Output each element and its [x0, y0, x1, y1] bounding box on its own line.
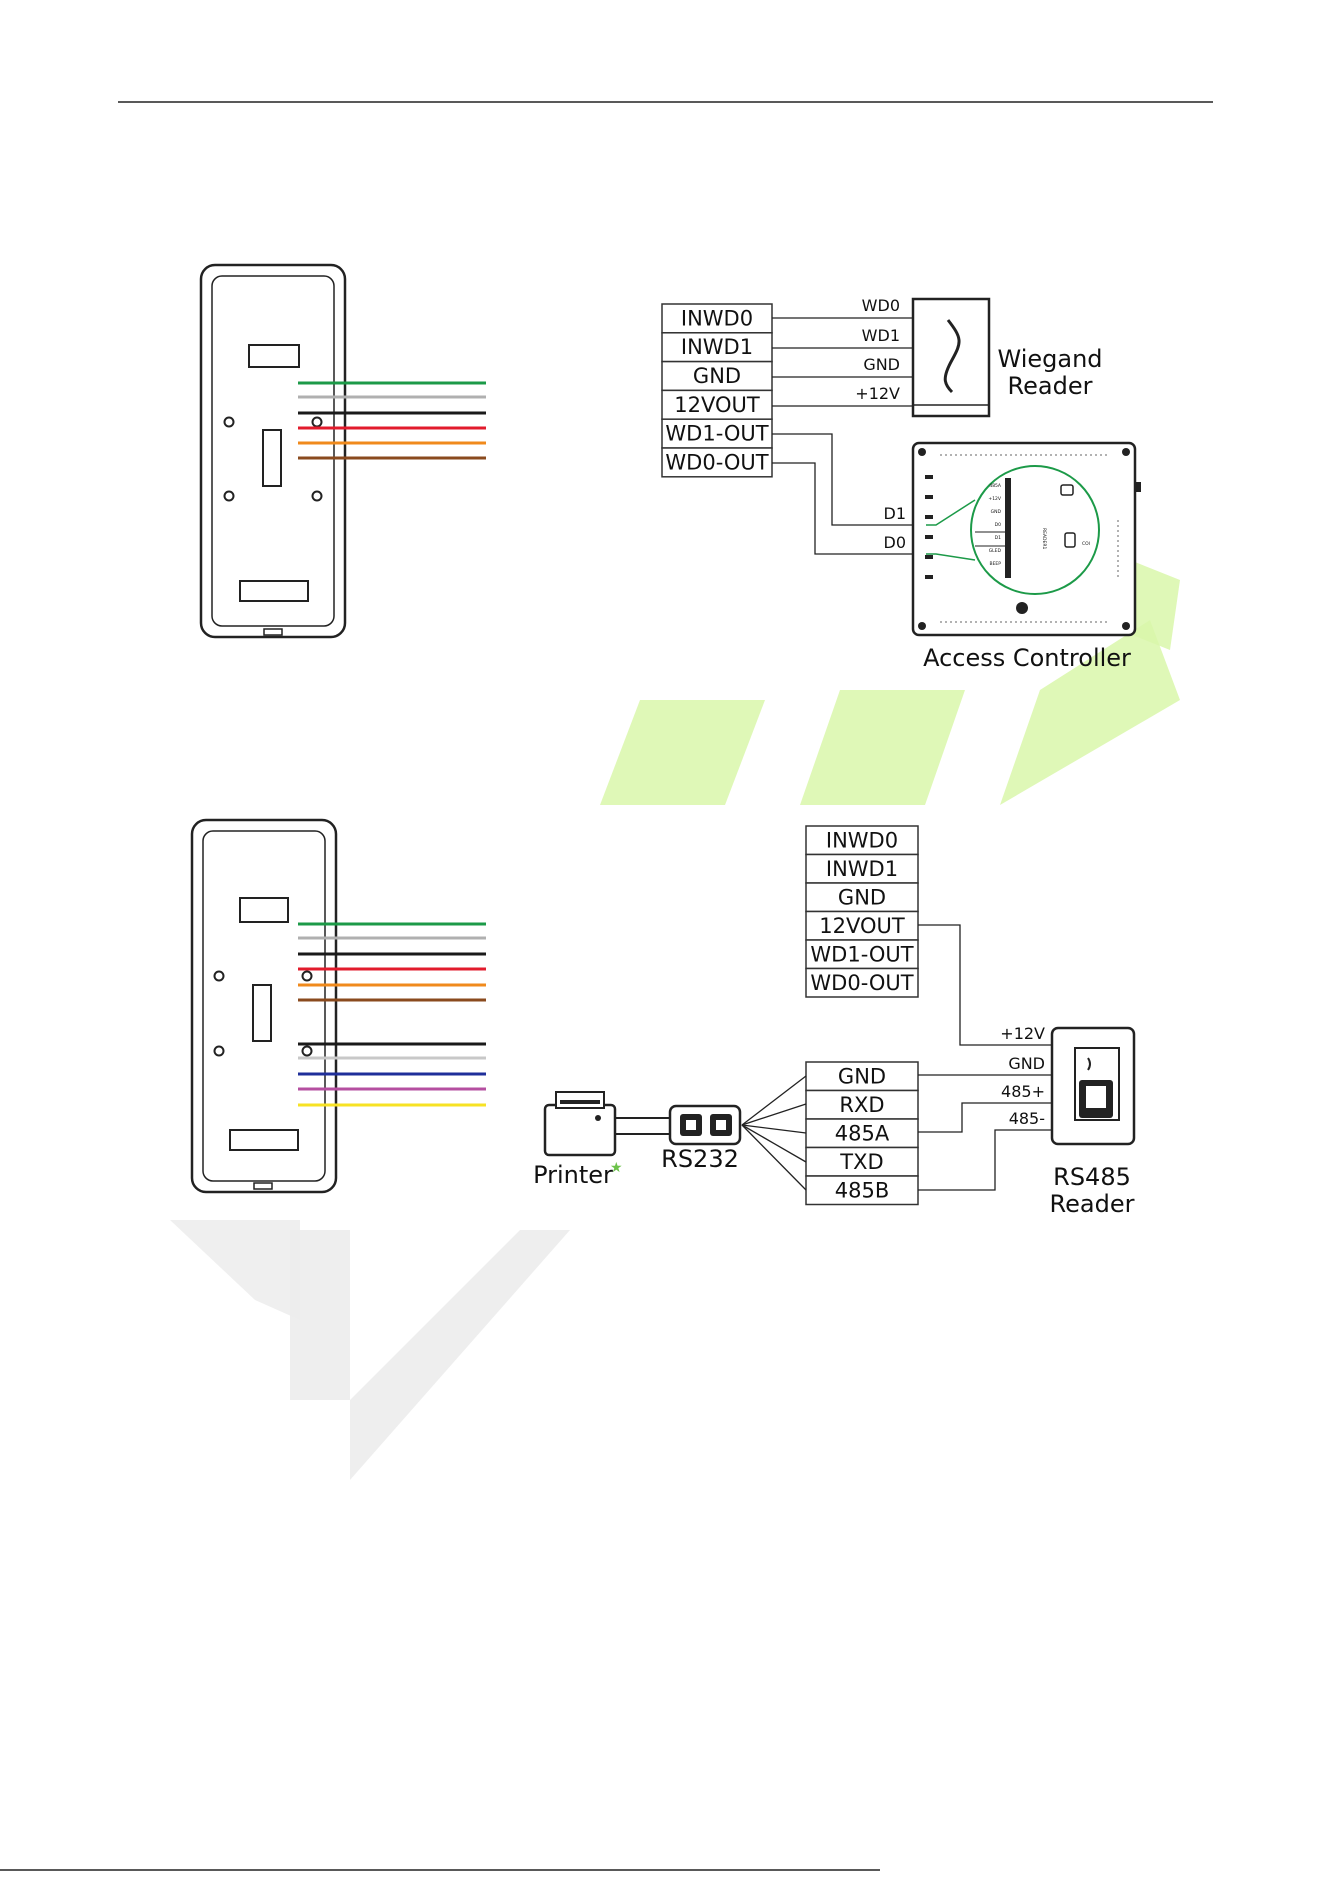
printer-star-mark: ★: [610, 1160, 623, 1176]
bottom-terminal-label: WD0-OUT: [810, 971, 913, 995]
wiegand-reader-device: Wiegand Reader: [913, 299, 1103, 416]
serial-terminal-label: 485B: [835, 1178, 890, 1202]
access-controller-label: Access Controller: [923, 644, 1131, 672]
controller-port-label: READER1: [1041, 528, 1047, 549]
top-terminal-label: WD0-OUT: [665, 450, 768, 474]
reader-wire-485p: 485+: [1001, 1082, 1045, 1101]
bottom-terminal-label: INWD0: [826, 828, 898, 852]
rs232-label: RS232: [661, 1145, 739, 1173]
top-terminal-label: GND: [693, 364, 741, 388]
wiegand-reader-label-1: Wiegand: [997, 345, 1102, 373]
rs485-reader-device: RS485 Reader: [1050, 1028, 1135, 1218]
bottom-terminal-label: INWD1: [826, 857, 898, 881]
wire-label-12v: +12V: [855, 384, 900, 403]
wire-label-wd0: WD0: [862, 296, 900, 315]
bottom-terminal-label: GND: [838, 885, 886, 909]
top-terminal-label: INWD0: [681, 306, 753, 330]
reader-wire-gnd: GND: [1008, 1054, 1045, 1073]
wire-label-d1: D1: [884, 504, 907, 523]
rs232-connector-icon: RS232: [610, 1106, 740, 1173]
controller-wire-lines: D1 D0: [772, 434, 926, 554]
rs485-reader-wires: +12V GND 485+ 485-: [918, 925, 1052, 1190]
reader-wire-12v: +12V: [1000, 1024, 1045, 1043]
bottom-terminal-label: 12VOUT: [819, 914, 905, 938]
printer-label: Printer: [533, 1161, 613, 1189]
controller-side-text: COI: [1082, 541, 1090, 547]
wire-label-d0: D0: [884, 533, 907, 552]
rs485-reader-label-1: RS485: [1053, 1163, 1131, 1191]
top-terminal-label: INWD1: [681, 335, 753, 359]
wiegand-reader-label-2: Reader: [1008, 372, 1093, 400]
rs485-reader-label-2: Reader: [1050, 1190, 1135, 1218]
wire-label-gnd: GND: [863, 355, 900, 374]
bottom-terminal-label: WD1-OUT: [810, 942, 913, 966]
serial-terminal-label: GND: [838, 1064, 886, 1088]
serial-terminal-label: 485A: [835, 1121, 890, 1145]
serial-terminal-label: TXD: [839, 1150, 883, 1174]
controller-pin-label: GLED: [989, 548, 1002, 554]
controller-pin-label: BEEP: [990, 561, 1002, 567]
serial-terminal-label: RXD: [839, 1093, 884, 1117]
top-terminal-label: 12VOUT: [674, 393, 760, 417]
printer-icon: Printer ★: [533, 1092, 622, 1189]
top-device-back: [201, 265, 345, 637]
controller-pin-label: D0: [995, 522, 1001, 528]
controller-pin-label: GND: [991, 509, 1002, 515]
controller-pin-label: D1: [995, 535, 1001, 541]
bottom-device-back: [192, 820, 336, 1192]
serial-terminal-block: GND RXD 485A TXD 485B: [806, 1062, 918, 1205]
rs232-fanout: [742, 1076, 806, 1190]
controller-pin-label: +12V: [988, 496, 1001, 502]
wire-label-wd1: WD1: [862, 326, 900, 345]
reader-wire-485m: 485-: [1009, 1109, 1045, 1128]
controller-pin-label: 485A: [989, 483, 1002, 489]
top-terminal-label: WD1-OUT: [665, 422, 768, 446]
wiegand-wire-lines: WD0 WD1 GND +12V: [772, 296, 913, 406]
